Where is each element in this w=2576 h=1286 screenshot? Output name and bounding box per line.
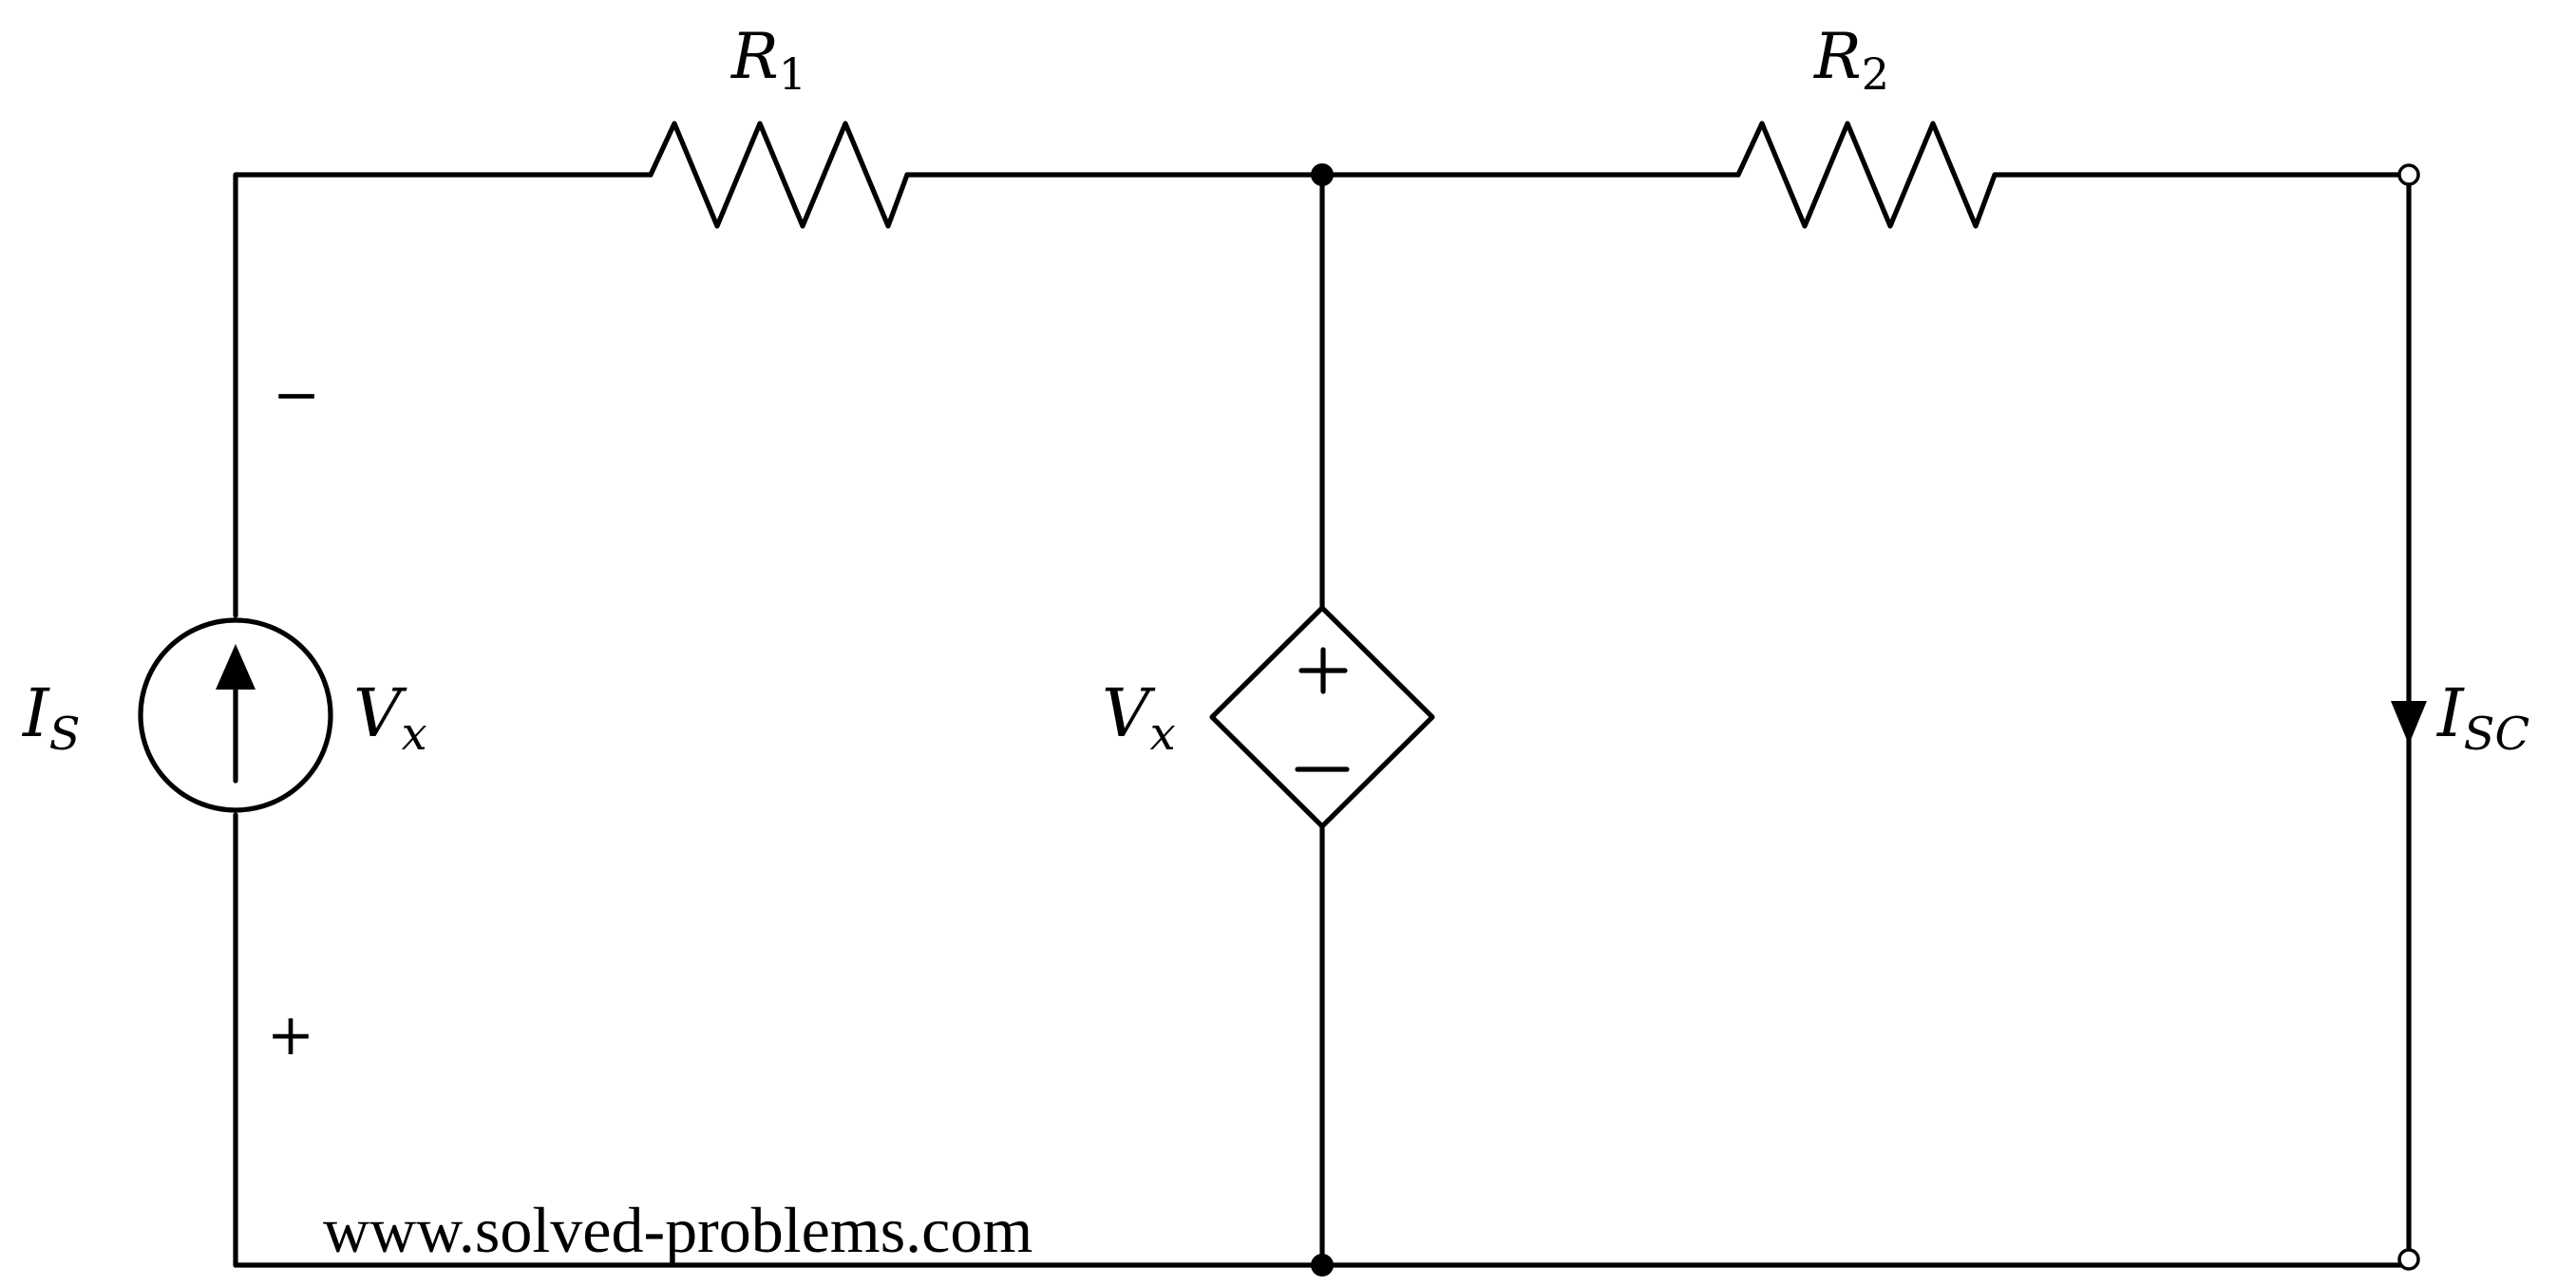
arrow-up-icon bbox=[216, 644, 256, 690]
resistor-r1 bbox=[648, 121, 910, 229]
wire-top-left bbox=[233, 172, 653, 618]
node-top-junction bbox=[1311, 163, 1334, 186]
label-is: IS bbox=[21, 674, 81, 761]
label-vx-source: Vx bbox=[353, 674, 427, 761]
resistor-r2 bbox=[1735, 121, 1998, 229]
terminal-bottom-right bbox=[2397, 1248, 2420, 1271]
polarity-plus-label: + bbox=[267, 1002, 314, 1069]
wires bbox=[233, 172, 2412, 1268]
label-vx-dependent: Vx bbox=[1102, 674, 1176, 761]
dependent-source-diamond bbox=[1209, 605, 1435, 829]
label-isc: ISC bbox=[2435, 674, 2529, 761]
polarity-minus-label: − bbox=[273, 362, 320, 428]
arrow-down-icon bbox=[2391, 701, 2427, 745]
current-source-circle bbox=[138, 617, 333, 813]
label-r2: R2 bbox=[1813, 20, 1889, 100]
label-r1: R1 bbox=[730, 20, 806, 100]
current-source-is bbox=[138, 617, 333, 813]
watermark-text: www.solved-problems.com bbox=[323, 1194, 1032, 1266]
node-bottom-junction bbox=[1311, 1254, 1334, 1277]
terminal-top-right bbox=[2397, 163, 2420, 186]
dependent-voltage-source bbox=[1209, 605, 1435, 829]
